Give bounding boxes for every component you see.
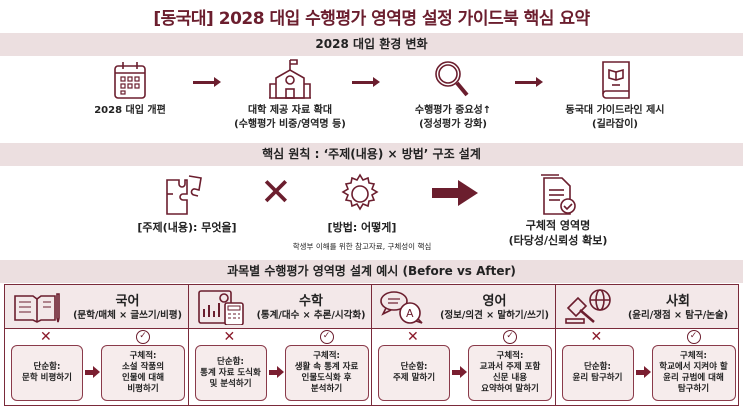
big-arrow-icon [432, 180, 478, 206]
gavel-globe-icon [564, 289, 611, 324]
puzzle-icon [166, 175, 202, 215]
arrow-icon [452, 366, 467, 378]
school-building-icon [269, 59, 311, 99]
arrow-icon [635, 366, 651, 378]
subject-name: 국어 [115, 294, 140, 309]
before-example: 단순함: 통계 자료 도식화 및 분석하기 [194, 345, 267, 401]
arrow-icon [268, 366, 284, 378]
step-sublabel: (수행평가 비중/영역명 등) [234, 119, 346, 130]
page-title: [동국대] 2028 대입 수행평가 영역명 설정 가이드북 핵심 요약 [153, 9, 590, 29]
gear-icon [341, 173, 379, 211]
x-icon: ✕ [407, 329, 419, 345]
subject-desc: (정보/의견 × 말하기/쓰기) [440, 310, 549, 321]
subject-card-english: A 영어 (정보/의견 × 말하기/쓰기) 단순함: 주제 말하기 구체적: 교… [372, 285, 556, 405]
section-heading-principle: 핵심 원칙 : ‘주제(내용) × 방법’ 구조 설계 [0, 143, 743, 166]
svg-text:A: A [406, 307, 414, 320]
step-label: 동국대 가이드라인 제시 [565, 105, 665, 116]
subject-card-society: 사회 (윤리/쟁점 × 탐구/논술) 단순함: 윤리 탐구하기 구체적: 학교에… [555, 285, 738, 405]
x-icon: ✕ [223, 329, 236, 345]
magnifier-icon [435, 61, 469, 97]
subject-name: 사회 [666, 294, 690, 309]
check-icon: ✓ [136, 330, 150, 344]
check-icon: ✓ [686, 330, 701, 344]
step-sublabel: (길라잡이) [592, 119, 638, 130]
x-icon: ✕ [40, 329, 52, 345]
speech-bubbles-icon: A [380, 291, 423, 324]
subject-examples-grid: 국어 (문학/매체 × 글쓰기/비평) 단순함: 문학 비평하기 구체적: 소설… [4, 284, 739, 406]
section-heading-examples: 과목별 수행평가 영역명 설계 예시 (Before vs After) [0, 260, 743, 283]
open-book-pen-icon [14, 293, 60, 323]
method-label: [방법: 어떻게] [327, 221, 397, 234]
multiply-icon: ✕ [260, 170, 292, 214]
topic-label: [주제(내용): 무엇을] [137, 221, 237, 234]
subject-desc: (문학/매체 × 글쓰기/비평) [73, 310, 182, 321]
step-label: 대학 제공 자료 확대 [247, 105, 333, 116]
after-example: 구체적: 학교에서 지켜야 할 윤리 규범에 대해 탐구하기 [651, 345, 736, 401]
check-icon: ✓ [503, 330, 517, 344]
section-heading-environment: 2028 대입 환경 변화 [0, 33, 743, 56]
step-label: 2028 대입 개편 [94, 105, 166, 116]
arrow-icon [515, 77, 543, 87]
subject-desc: (윤리/쟁점 × 탐구/논술) [627, 310, 729, 321]
arrow-icon [352, 77, 380, 87]
document-check-icon [541, 174, 576, 215]
result-sublabel: (타당성/신뢰성 확보) [508, 234, 608, 247]
chart-calculator-icon [197, 290, 244, 325]
guidebook-icon [602, 61, 630, 99]
x-icon: ✕ [590, 329, 603, 345]
arrow-icon [85, 366, 100, 378]
before-example: 단순함: 윤리 탐구하기 [561, 345, 634, 401]
after-example: 구체적: 소설 작품의 인물에 대해 비평하기 [101, 345, 185, 401]
before-example: 단순함: 주제 말하기 [378, 345, 450, 401]
subject-name: 수학 [299, 294, 323, 309]
after-example: 구체적: 생활 속 통계 자료 인물도식화 후 분석하기 [284, 345, 369, 401]
principle-note: 학생부 이해를 위한 참고자료, 구체성이 핵심 [292, 242, 432, 251]
subject-card-korean: 국어 (문학/매체 × 글쓰기/비평) 단순함: 문학 비평하기 구체적: 소설… [5, 285, 189, 405]
step-label: 수행평가 중요성↑ [414, 105, 492, 116]
check-icon: ✓ [319, 330, 334, 344]
subject-card-math: 수학 (통계/대수 × 추론/시각화) 단순함: 통계 자료 도식화 및 분석하… [188, 285, 372, 405]
arrow-icon [193, 77, 221, 87]
subject-name: 영어 [482, 294, 507, 309]
after-example: 구체적: 교과서 주제 포함 신문 내용 요약하여 말하기 [468, 345, 552, 401]
step-sublabel: (정성평가 강화) [419, 119, 487, 130]
calendar-icon [114, 62, 146, 99]
subject-desc: (통계/대수 × 추론/시각화) [256, 310, 366, 321]
result-label: 구체적 영역명 [525, 219, 591, 232]
before-example: 단순함: 문학 비평하기 [11, 345, 83, 401]
